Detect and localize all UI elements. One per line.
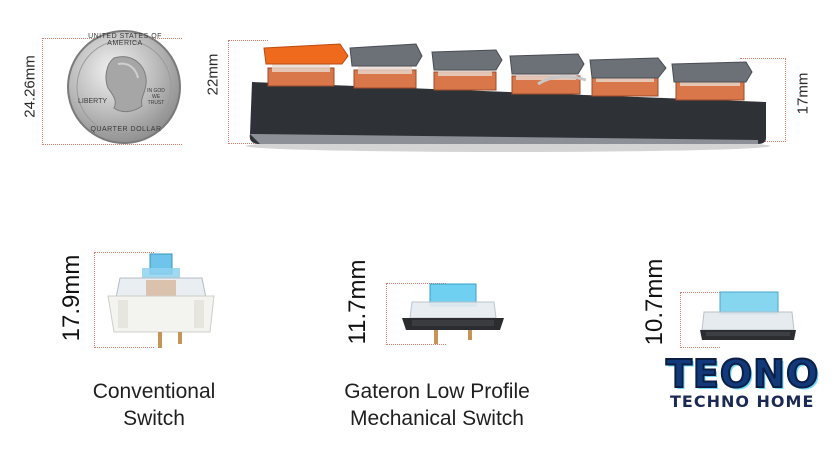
switch-2-caption-line1: Gateron Low Profile	[344, 380, 530, 403]
switch-3-dimension-guide	[680, 292, 720, 348]
keyboard-side-profile-image	[238, 38, 778, 161]
teono-logo: TEONO TECHNO HOME	[664, 351, 834, 414]
switch-2-height-label: 11.7mm	[344, 259, 371, 345]
coin-height-label: 24.26mm	[21, 55, 39, 118]
switch-2-caption-line2: Mechanical Switch	[350, 407, 524, 430]
switch-3-height-label: 10.7mm	[641, 258, 668, 346]
switch-1-caption: Conventional Switch	[64, 378, 244, 432]
switch-1-height-label: 17.9mm	[58, 254, 85, 342]
keyboard-front-height-label: 22mm	[204, 53, 222, 96]
conventional-switch-image	[102, 252, 222, 355]
switch-1-caption-line1: Conventional	[92, 380, 216, 403]
coin-text-liberty: LIBERTY	[78, 98, 108, 105]
coin-text-top: UNITED STATES OF AMERICA	[88, 33, 162, 47]
switch-2-dimension-guide	[386, 283, 446, 345]
teono-logo-tagline: TECHNO HOME	[670, 392, 815, 411]
gateron-low-profile-switch-image	[398, 282, 508, 353]
switch-1-dimension-guide	[94, 252, 154, 348]
coin-text-motto: IN GOD WE TRUST	[147, 88, 165, 106]
keyboard-front-dimension-guide	[228, 40, 268, 144]
switch-2-caption: Gateron Low Profile Mechanical Switch	[322, 378, 552, 432]
switch-1-caption-line2: Switch	[123, 407, 185, 430]
quarter-coin-image	[62, 28, 186, 151]
keyboard-rear-height-label: 17mm	[794, 72, 812, 115]
low-profile-switch-image	[696, 290, 800, 355]
coin-text-bottom: QUARTER DOLLAR	[90, 126, 162, 133]
teono-logo-wordmark: TEONO	[665, 351, 820, 397]
